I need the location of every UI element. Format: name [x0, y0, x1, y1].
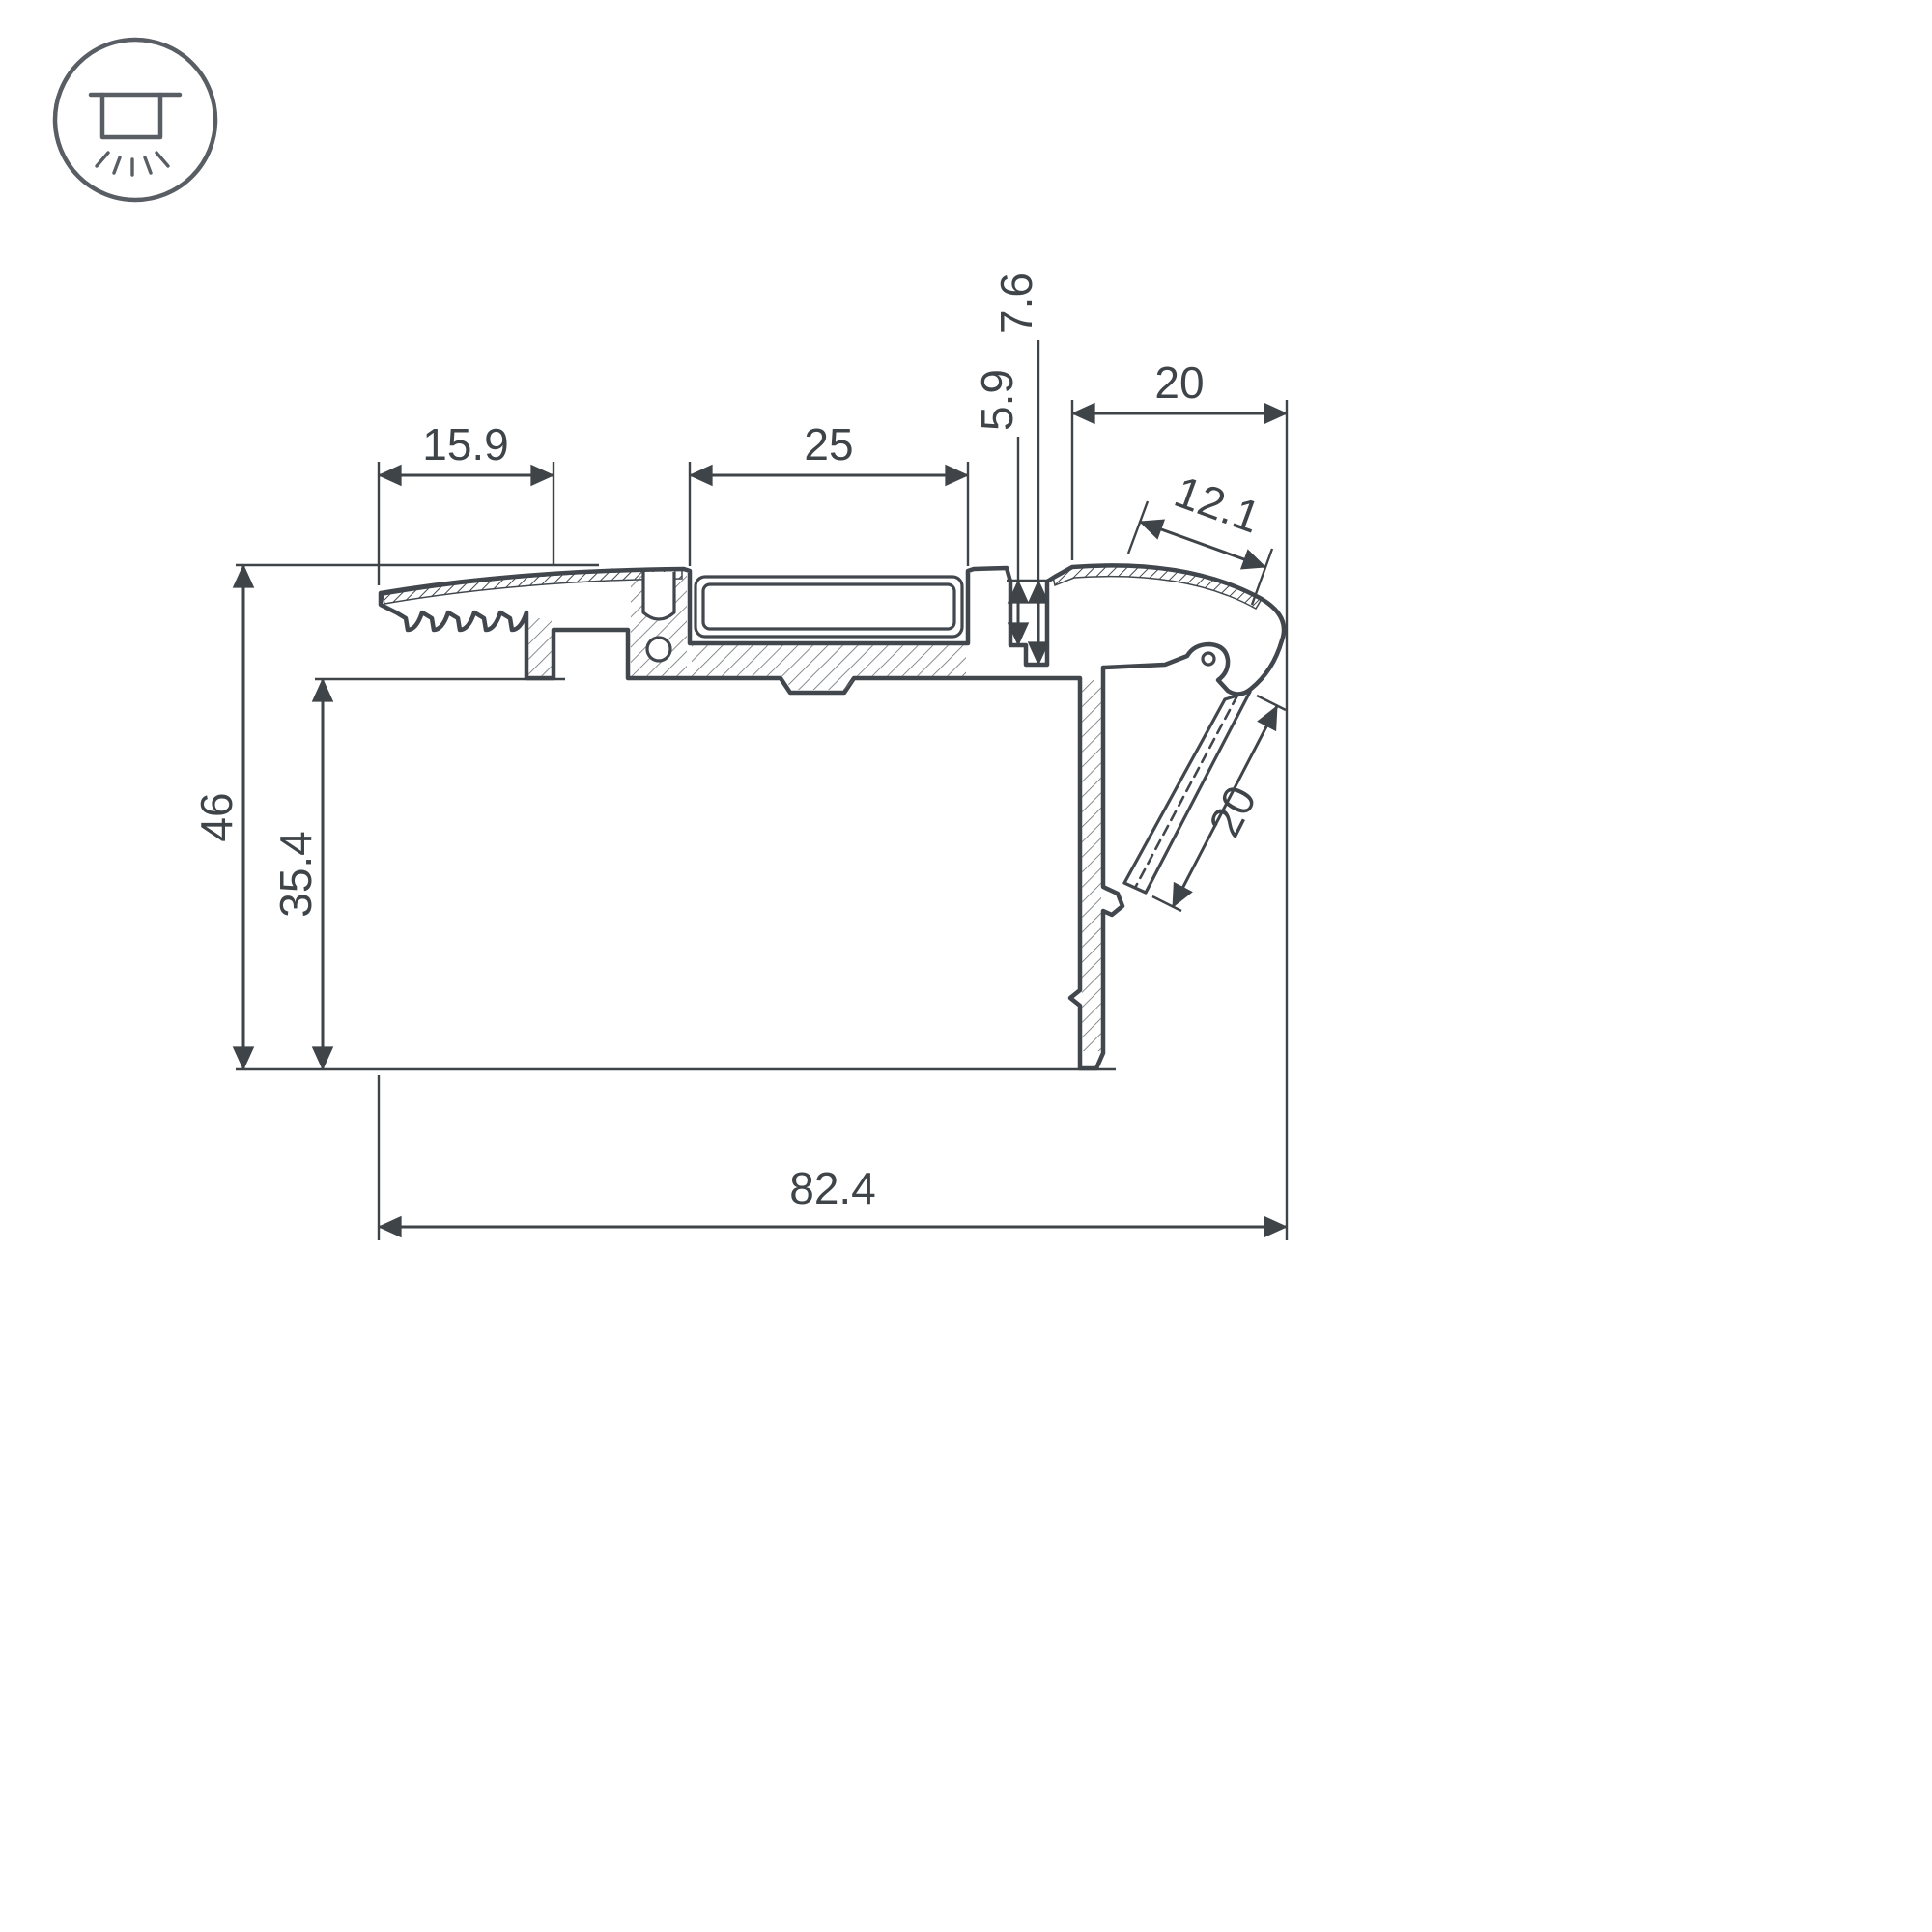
dim-body-height: 35.4: [270, 677, 565, 1071]
dim-total-width: 82.4: [377, 1075, 1289, 1240]
dim-label-channel-width: 25: [804, 419, 853, 469]
dim-recess-depth-large: 7.6: [991, 272, 1050, 667]
dim-label-nose-width: 20: [1154, 357, 1204, 408]
dim-channel-width: 25: [688, 419, 970, 566]
profile-outline: [378, 563, 1287, 1071]
knurl-left-flange: [382, 569, 683, 605]
light-rays-icon: [95, 151, 170, 177]
dim-label-recess-depth-small: 5.9: [972, 369, 1022, 431]
knurl-nose-top: [1052, 564, 1264, 611]
dim-recess-depth-small: 5.9: [972, 369, 1030, 647]
nose-screw-hole: [1201, 651, 1216, 667]
screw-slot: [641, 572, 676, 621]
dim-label-flange-width: 15.9: [422, 419, 509, 469]
dim-label-total-height: 46: [191, 792, 242, 841]
icon-circle: [52, 37, 218, 203]
dim-total-height: 46: [191, 563, 1116, 1071]
slant-diffuser-endcaps: [1122, 690, 1252, 895]
recessed-luminaire-icon: [99, 92, 163, 140]
dim-nose-width: 20: [1070, 357, 1289, 1240]
dimensions: 15.9 25 5.9 7.6 20 12.1: [191, 272, 1289, 1240]
screw-hole: [645, 636, 672, 663]
hatch-left-stem: [528, 618, 552, 676]
mount-type-icon: [52, 37, 218, 203]
dim-label-recess-depth-large: 7.6: [991, 272, 1041, 334]
hatch-leg: [1082, 680, 1101, 1051]
led-diffuser-outer: [694, 575, 964, 639]
dim-label-nose-face-width: 12.1: [1169, 466, 1267, 542]
profile-body: [378, 563, 1287, 1071]
slant-diffuser-inner-edge: [1122, 697, 1227, 885]
dim-flange-width: 15.9: [377, 419, 555, 585]
dim-label-total-width: 82.4: [789, 1163, 876, 1213]
led-diffuser-inner: [701, 582, 956, 631]
hatch-channel-floor: [692, 645, 966, 690]
dim-label-body-height: 35.4: [270, 831, 321, 918]
